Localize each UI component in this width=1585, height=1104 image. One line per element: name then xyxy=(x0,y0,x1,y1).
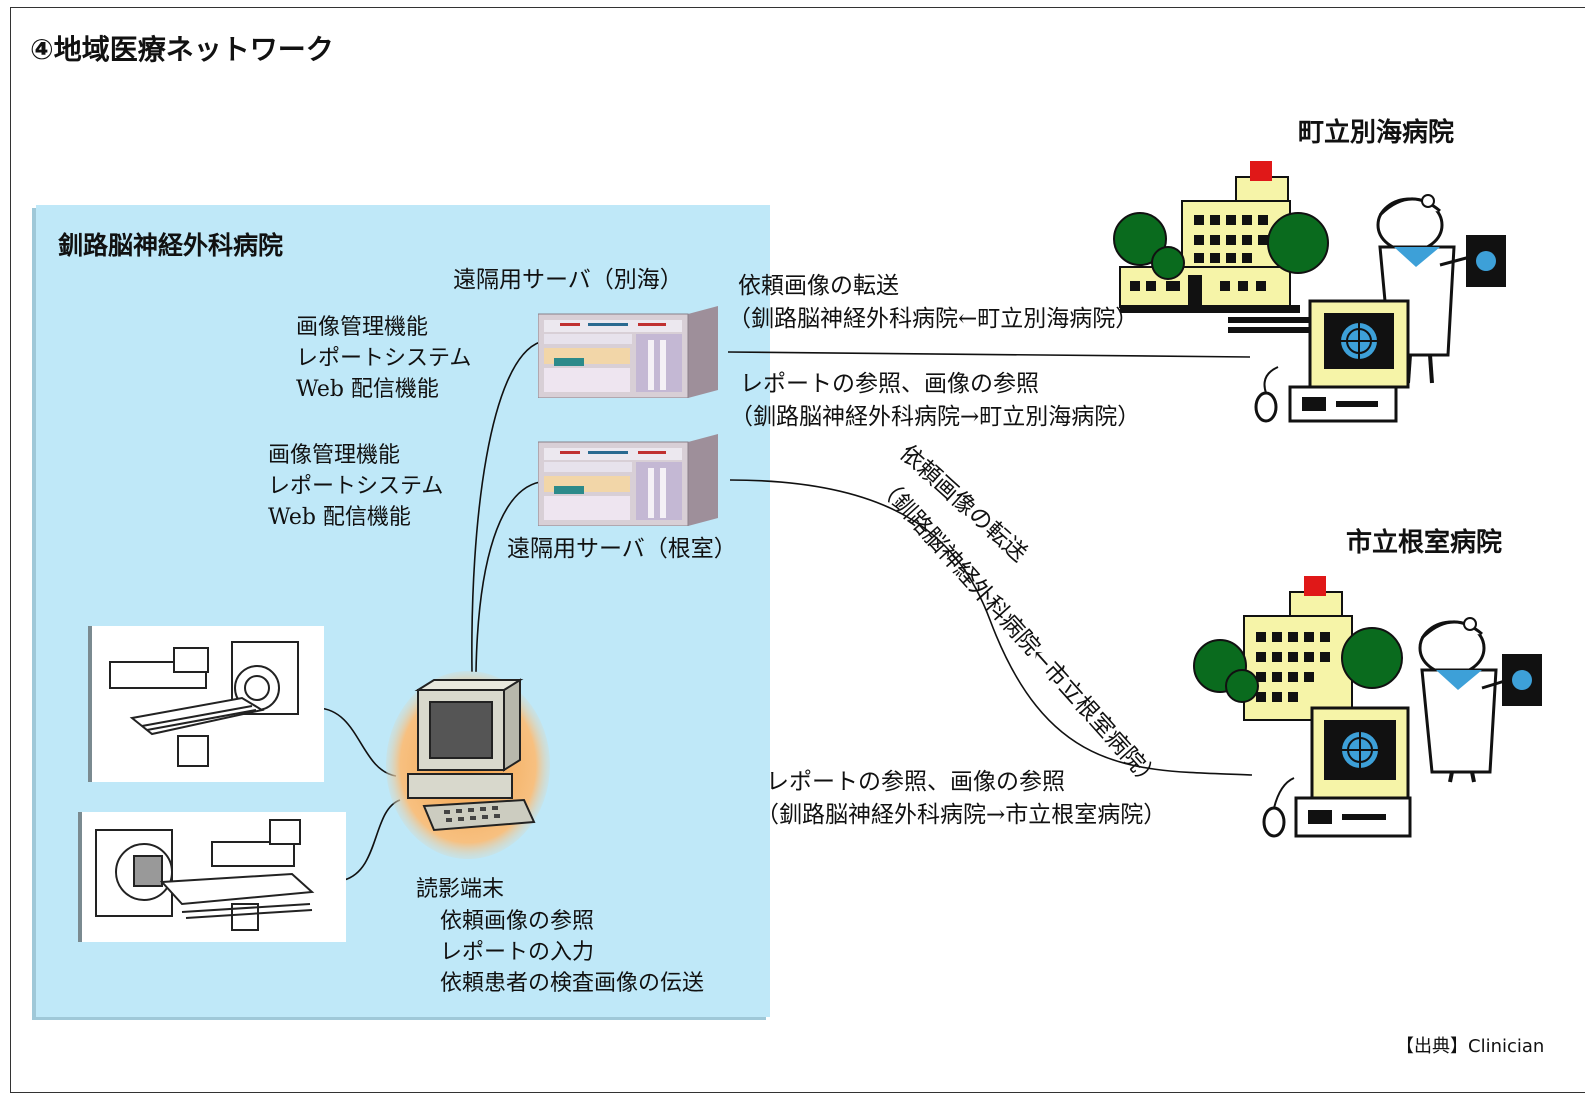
ct-scanner-icon xyxy=(88,626,324,782)
function-image-management: 画像管理機能 xyxy=(268,443,401,468)
wire-ct1-to-terminal xyxy=(317,707,397,777)
server-betsukai-functions: 画像管理機能 レポートシステム Web 配信機能 xyxy=(296,312,471,405)
wire-terminal-to-server-betsukai xyxy=(471,341,541,673)
computer-icon xyxy=(1262,706,1412,838)
source-citation: 【出典】Clinician xyxy=(1396,1036,1545,1057)
function-report-system: レポートシステム xyxy=(268,474,444,499)
flow-betsukai-view-direction: （釧路脳神経外科病院→町立別海病院） xyxy=(730,404,1141,430)
server-nemuro-functions: 画像管理機能 レポートシステム Web 配信機能 xyxy=(268,440,443,533)
tree-icon xyxy=(1193,627,1403,703)
hospital-betsukai-scene xyxy=(1113,161,1506,423)
flow-nemuro-view-direction: （釧路脳神経外科病院→市立根室病院） xyxy=(756,802,1167,828)
wire-ct2-to-terminal xyxy=(343,799,401,881)
diagram-title: ④地域医療ネットワーク xyxy=(30,33,334,66)
flow-betsukai-upload: 依頼画像の転送 （釧路脳神経外科病院←町立別海病院） xyxy=(728,270,1138,336)
flow-nemuro-view: レポートの参照、画像の参照 （釧路脳神経外科病院→市立根室病院） xyxy=(756,766,1166,832)
wire-server-betsukai-to-betsukai xyxy=(727,351,1251,358)
computer-icon xyxy=(1254,299,1410,423)
wire-server-nemuro-to-nemuro xyxy=(729,479,1253,776)
function-web-delivery: Web 配信機能 xyxy=(296,377,439,402)
function-web-delivery: Web 配信機能 xyxy=(268,505,411,530)
hospital-nemuro-name: 市立根室病院 xyxy=(1346,528,1503,558)
flow-betsukai-upload-title: 依頼画像の転送 xyxy=(738,273,899,299)
hospital-betsukai-name: 町立別海病院 xyxy=(1298,118,1455,148)
function-report-system: レポートシステム xyxy=(296,346,472,371)
server-icon xyxy=(538,306,718,398)
hospital-nemuro-scene xyxy=(1193,576,1542,838)
function-input-report: レポートの入力 xyxy=(440,940,595,965)
function-transfer-images: 依頼患者の検査画像の伝送 xyxy=(440,971,705,996)
flow-betsukai-view: レポートの参照、画像の参照 （釧路脳神経外科病院→町立別海病院） xyxy=(730,368,1140,434)
function-view-requests: 依頼画像の参照 xyxy=(440,909,595,934)
main-hospital-name: 釧路脳神経外科病院 xyxy=(58,231,284,260)
function-image-management: 画像管理機能 xyxy=(296,315,429,340)
doctor-icon xyxy=(1418,617,1542,783)
server-icon xyxy=(538,434,718,526)
flow-betsukai-view-title: レポートの参照、画像の参照 xyxy=(740,371,1039,397)
server-betsukai-label: 遠隔用サーバ（別海） xyxy=(453,267,683,293)
server-nemuro-label: 遠隔用サーバ（根室） xyxy=(507,536,737,562)
tree-icon xyxy=(1113,212,1329,280)
computer-icon xyxy=(386,671,550,859)
flow-nemuro-view-title: レポートの参照、画像の参照 xyxy=(766,769,1065,795)
terminal-functions: 依頼画像の参照 レポートの入力 依頼患者の検査画像の伝送 xyxy=(440,906,704,999)
wire-terminal-to-server-nemuro xyxy=(475,481,541,673)
ct-scanner-icon xyxy=(78,812,346,942)
flow-betsukai-upload-direction: （釧路脳神経外科病院←町立別海病院） xyxy=(728,306,1139,332)
hospital-building-icon xyxy=(1243,576,1353,721)
terminal-label: 読影端末 xyxy=(416,877,505,902)
